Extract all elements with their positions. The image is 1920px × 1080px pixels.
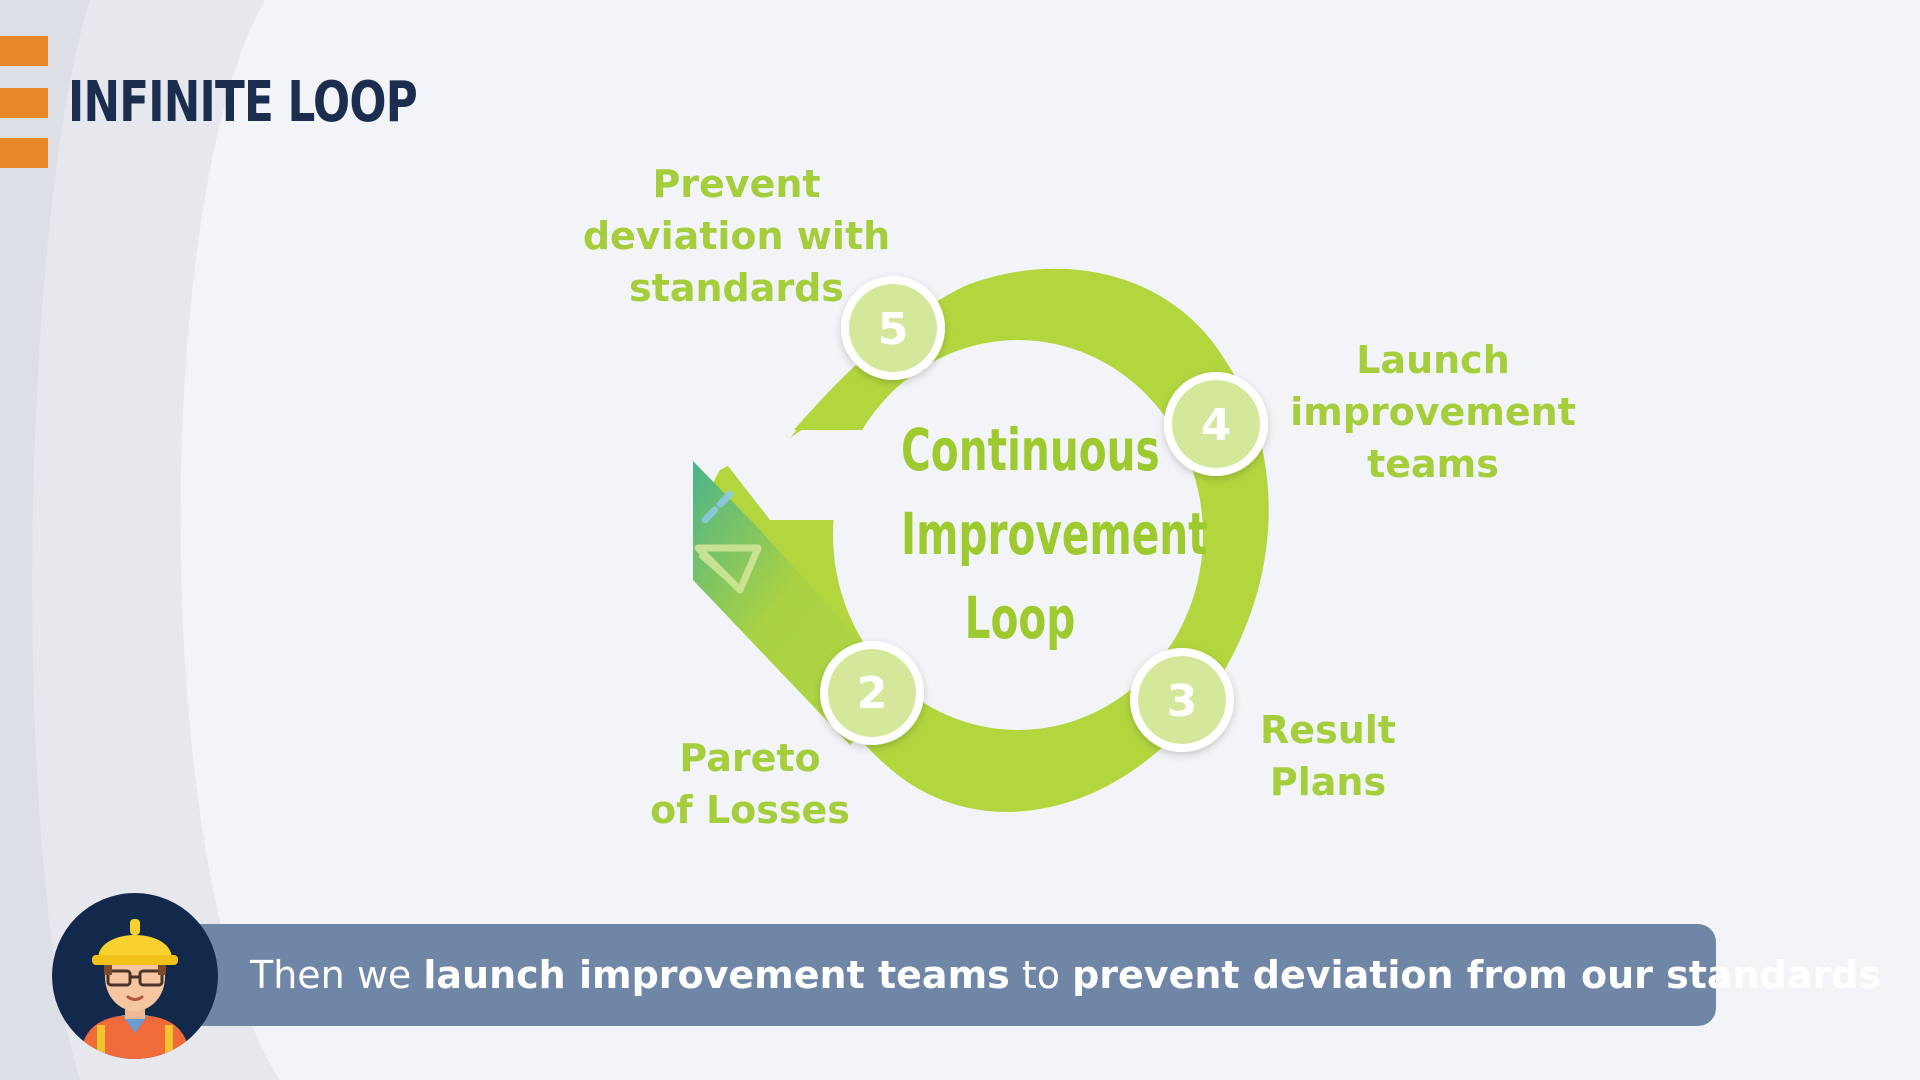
step-number-2: 2 bbox=[857, 668, 888, 719]
step-node-2 bbox=[820, 641, 924, 745]
step-label-2: Pareto of Losses bbox=[650, 736, 850, 832]
step-node-5 bbox=[841, 276, 945, 380]
step-label-5: Prevent deviation with standards bbox=[582, 162, 891, 310]
page-title: INFINITE LOOP bbox=[68, 70, 418, 135]
pencil-icon bbox=[694, 488, 762, 594]
step-number-4: 4 bbox=[1201, 400, 1232, 451]
caption-emphasis-1: launch improvement teams bbox=[423, 953, 1010, 997]
center-title: Continuous Improvement Loop bbox=[901, 416, 1208, 652]
step-node-3 bbox=[1130, 648, 1234, 752]
caption-part-1: Then we bbox=[250, 953, 424, 997]
caption-part-3: to bbox=[1009, 953, 1073, 997]
caption-bar: Then we launch improvement teams to prev… bbox=[140, 924, 1881, 1026]
title-accent-bars bbox=[0, 36, 48, 170]
step-number-3: 3 bbox=[1167, 676, 1198, 727]
caption-emphasis-2: prevent deviation from our standards bbox=[1072, 953, 1882, 997]
caption-text: Then we launch improvement teams to prev… bbox=[250, 924, 1881, 1026]
step-node-4 bbox=[1164, 372, 1268, 476]
step-label-4: Launch improvement teams bbox=[1290, 338, 1576, 486]
step-number-5: 5 bbox=[878, 304, 909, 355]
construction-worker-avatar bbox=[52, 893, 218, 1059]
step-label-3: Result Plans bbox=[1260, 708, 1396, 804]
